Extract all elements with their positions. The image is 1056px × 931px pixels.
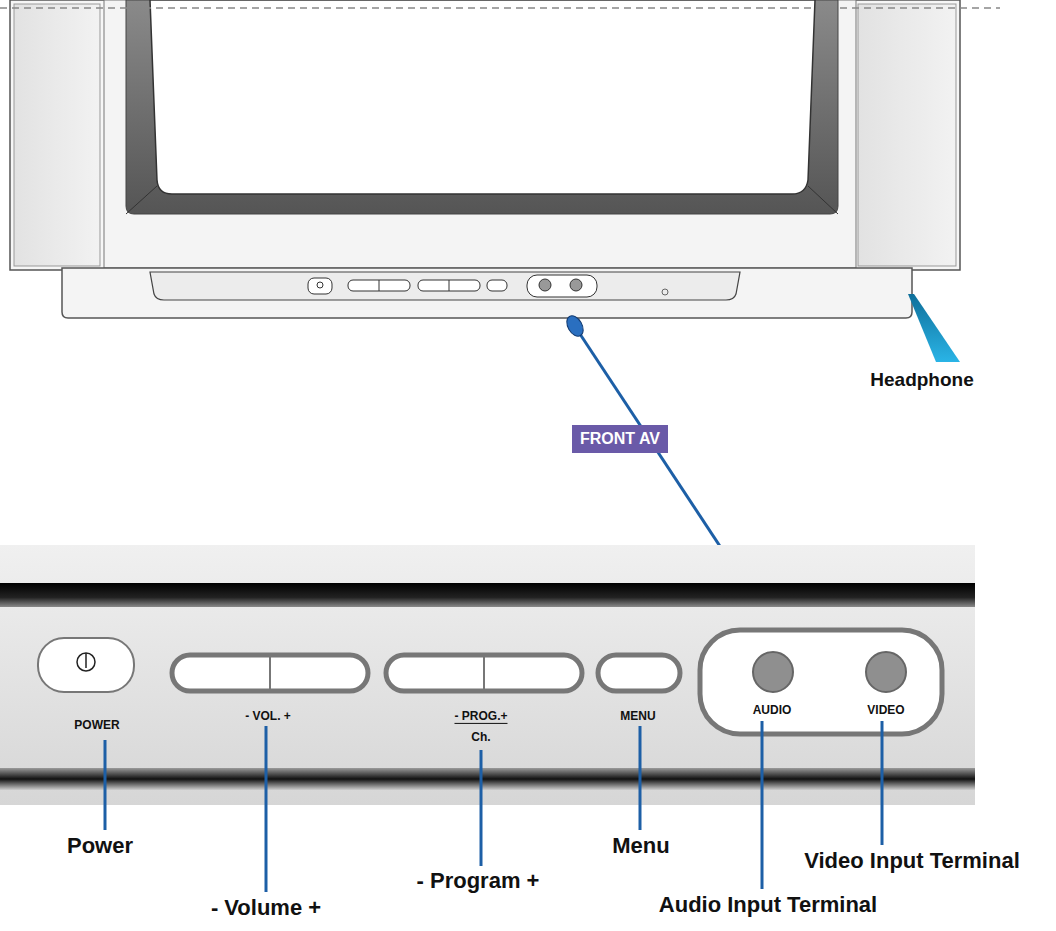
cut-line [0,7,1000,9]
callout-label: Video Input Terminal [804,849,1020,873]
callout-label: Power [67,834,133,858]
callout-label: - Volume + [211,896,321,920]
panel-marking: VIDEO [867,704,904,717]
callout-label: Audio Input Terminal [659,893,877,917]
av-plug [563,313,586,339]
av-badge: FRONT AV [572,425,668,453]
headphone-label: Headphone [870,370,973,391]
panel-marking: POWER [74,719,119,732]
panel-marking: - VOL. + [245,710,291,723]
panel-marking: MENU [620,710,655,723]
tv-base [62,268,912,318]
panel-marking: Ch. [471,731,490,744]
callout-label: - Program + [417,869,540,893]
front-panel-zoom [0,545,975,805]
badge-text: FRONT AV [580,430,660,448]
panel-marking: - PROG.+ [454,710,507,724]
panel-marking: AUDIO [753,704,792,717]
headphone-pointer [908,294,960,362]
tv-cabinet [10,0,960,270]
leader-lines [105,721,882,892]
callout-label: Menu [612,834,669,858]
